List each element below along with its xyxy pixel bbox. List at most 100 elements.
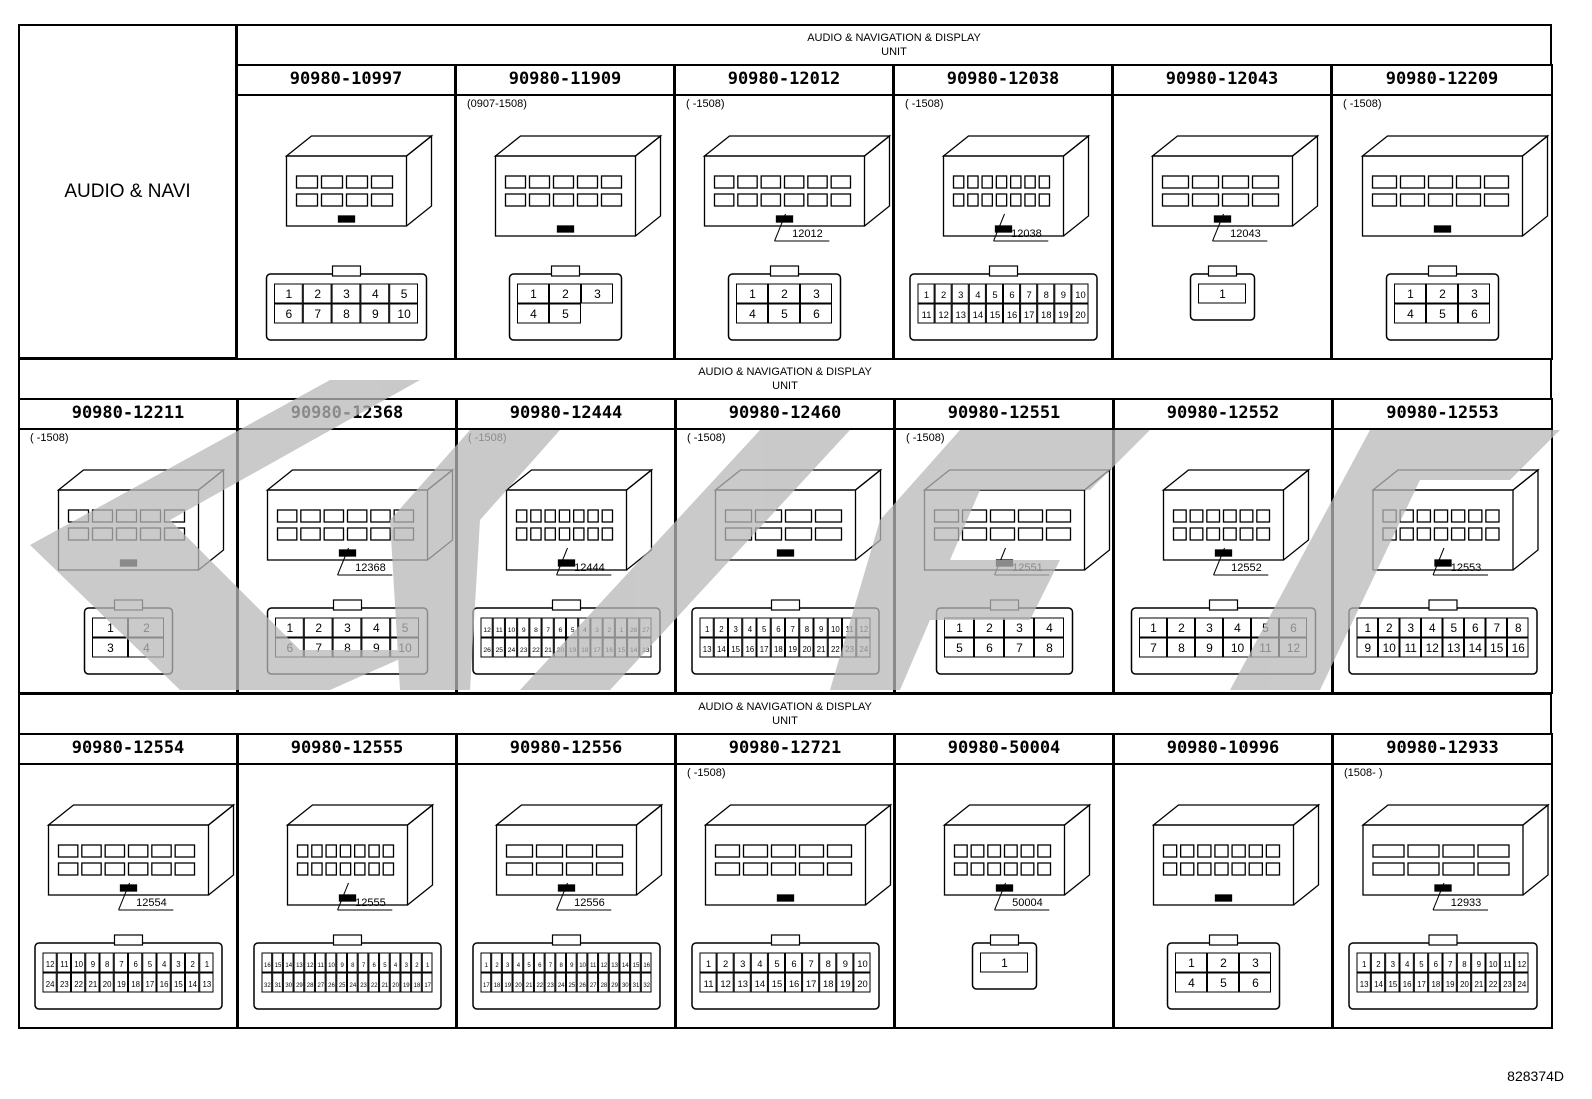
pin-cell [1198,283,1246,304]
pin-number: 3 [813,287,820,301]
pin-cell [1471,952,1486,973]
pin-number: 9 [570,963,574,969]
band-1: AUDIO & NAVI AUDIO & NAVIGATION & DISPLA… [18,24,1553,360]
pin-number: 3 [405,963,409,969]
part-number: 90980-11909 [457,66,673,96]
pin-cell [331,303,361,324]
pin-cell [368,972,380,993]
pin-cell [1003,303,1021,324]
pin-number: 7 [1150,641,1157,655]
pin-number: 8 [826,958,831,969]
pin-cell [156,952,171,973]
pin-cell [836,972,854,993]
pin-number: 3 [594,287,601,301]
pin-cell [1514,972,1529,993]
pin-cell [853,952,871,973]
pin-cell [128,972,143,993]
connector-body-drawing [1371,468,1540,571]
pin-number: 17 [483,983,490,989]
pin-number: 32 [264,983,271,989]
pin-number: 20 [557,647,565,654]
pin-number: 16 [264,963,271,969]
pin-number: 6 [813,307,820,321]
callout-label: 12556 [574,897,605,909]
pin-number: 4 [394,963,398,969]
pin-cell [767,972,786,993]
pin-cell [517,283,549,304]
pin-cell [1485,972,1500,993]
pin-number: 14 [1469,641,1483,655]
pin-number: 24 [350,983,357,989]
pin-number: 8 [1178,641,1185,655]
pin-cell [411,972,422,993]
pin-cell [1175,952,1207,973]
pin-number: 22 [74,980,83,989]
pin-number: 8 [559,963,563,969]
pin-cell [314,972,326,993]
pin-number: 20 [1460,980,1469,989]
pin-cell [1037,283,1055,304]
pin-number: 13 [203,980,212,989]
pin-number: 19 [504,983,511,989]
pin-number: 1 [426,963,430,969]
pin-number: 5 [1262,621,1269,635]
band-header-line1: AUDIO & NAVIGATION & DISPLAY [698,366,872,378]
pin-number: 13 [703,645,712,654]
pin-number: 16 [160,980,169,989]
pin-cell [170,972,185,993]
callout-label: 12038 [1011,228,1042,240]
pin-cell [917,303,935,324]
pin-number: 3 [1391,960,1396,969]
pin-cell [347,972,358,993]
pin-number: 1 [1364,621,1371,635]
pin-number: 23 [845,645,854,654]
pin-number: 3 [733,625,738,634]
callout-label: 12555 [355,897,386,909]
pin-number: 31 [633,983,640,989]
pin-number: 9 [843,958,848,969]
pin-number: 25 [339,983,346,989]
pin-number: 17 [760,645,769,654]
band-header: AUDIO & NAVIGATION & DISPLAY UNIT [236,24,1552,66]
pin-cell [1020,303,1038,324]
pin-cell [1385,952,1400,973]
pin-number: 2 [986,621,993,635]
pin-cell [170,952,185,973]
pin-number: 3 [343,287,350,301]
connector-body-drawing [1151,803,1321,906]
pin-number: 5 [1450,621,1457,635]
pin-number: 16 [746,645,755,654]
callout: 12554 [118,882,174,911]
pin-number: 15 [275,963,282,969]
band-header-line2: UNIT [772,380,798,392]
pin-cell [800,303,832,324]
pin-cell [968,283,986,304]
date-range-note: ( -1508) [686,98,725,110]
pin-number: 10 [1383,641,1397,655]
pin-number: 5 [774,958,779,969]
pin-number: 5 [571,627,575,634]
pin-number: 5 [1439,307,1446,321]
pin-cell [304,972,315,993]
pin-number: 4 [975,289,980,300]
pin-number: 12 [720,978,730,989]
pin-number: 11 [1259,641,1272,655]
connector-body-drawing [493,134,663,237]
pin-number: 6 [133,960,138,969]
pin-number: 10 [579,963,586,969]
pin-cell [368,952,380,973]
pin-number: 3 [1252,956,1259,970]
pin-number: 27 [642,627,650,634]
pin-number: 2 [315,621,322,635]
pin-number: 7 [1027,289,1032,300]
